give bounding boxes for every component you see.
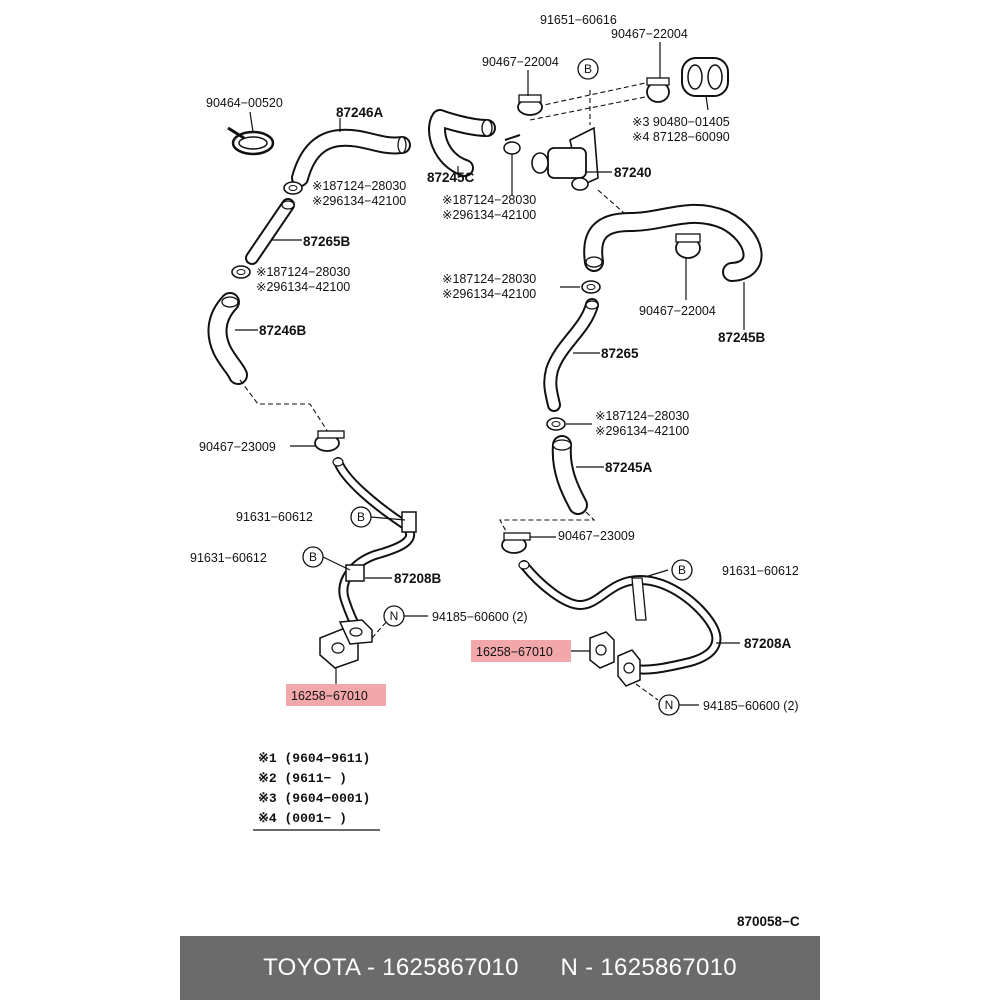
label-91651-60616: 91651−60616 xyxy=(540,13,617,27)
label-alt-1a: ※187124−28030 xyxy=(312,179,406,193)
label-16258-left: 16258−67010 xyxy=(291,689,368,703)
footer-left-text: TOYOTA - 1625867010 xyxy=(263,954,519,981)
label-87245B: 87245B xyxy=(718,330,766,345)
clamp-90467-22004-a xyxy=(517,94,543,116)
ref-n-right: N xyxy=(658,694,680,716)
clamp-90467-22004-c xyxy=(675,233,701,259)
clamp-90467-23009-a xyxy=(314,430,345,452)
hose-87265B xyxy=(245,198,295,265)
valve-87240 xyxy=(531,126,612,191)
label-alt-2d: ※296134−42100 xyxy=(442,287,536,301)
label-87246A: 87246A xyxy=(336,105,384,120)
footer-bar: TOYOTA - 1625867010 N - 1625867010 xyxy=(180,936,820,1000)
hose-87265 xyxy=(543,298,599,412)
svg-text:N: N xyxy=(665,698,674,712)
label-90467-23009-b: 90467−23009 xyxy=(558,529,635,543)
gasket-right xyxy=(589,631,641,687)
legend-row: ※2 (9611− ) xyxy=(258,771,347,786)
label-90467-22004-a: 90467−22004 xyxy=(482,55,559,69)
footer-right-text: N - 1625867010 xyxy=(560,954,737,981)
label-alt-2e: ※296134−42100 xyxy=(595,424,689,438)
clip-left-2 xyxy=(231,265,251,279)
legend-row: ※3 (9604−0001) xyxy=(258,791,370,806)
label-alt-1d: ※187124−28030 xyxy=(442,272,536,286)
legend: ※1 (9604−9611) ※2 (9611− ) ※3 (9604−0001… xyxy=(253,751,380,831)
svg-text:B: B xyxy=(678,563,686,577)
label-91631-60612-b: 91631−60612 xyxy=(190,551,267,565)
label-90467-23009-a: 90467−23009 xyxy=(199,440,276,454)
ref-b-left-2: B xyxy=(302,546,324,568)
pipe-87208A xyxy=(518,560,722,675)
svg-text:B: B xyxy=(357,510,365,524)
label-alt-4: ※4 87128−60090 xyxy=(632,130,730,144)
clip-90464-00520 xyxy=(227,126,275,156)
clip-small-top xyxy=(503,134,521,155)
label-alt-3: ※3 90480−01405 xyxy=(632,115,730,129)
pipe-87208B xyxy=(332,457,417,635)
label-alt-1b: ※187124−28030 xyxy=(442,193,536,207)
label-90467-22004-c: 90467−22004 xyxy=(639,304,716,318)
label-alt-2a: ※296134−42100 xyxy=(312,194,406,208)
label-94185-b: 94185−60600 (2) xyxy=(703,699,799,713)
label-91631-60612-a: 91631−60612 xyxy=(236,510,313,524)
clip-left-1 xyxy=(283,181,303,195)
hose-87245A xyxy=(551,435,588,515)
clamp-90467-23009-b xyxy=(501,532,531,554)
legend-row: ※1 (9604−9611) xyxy=(258,751,370,766)
diagram-code: 870058−C xyxy=(737,914,800,929)
clamp-90467-22004-b xyxy=(646,77,670,103)
clip-right-2 xyxy=(546,417,566,431)
label-87245A: 87245A xyxy=(605,460,653,475)
label-91631-60612-c: 91631−60612 xyxy=(722,564,799,578)
ref-b-right: B xyxy=(671,559,693,581)
label-87265: 87265 xyxy=(601,346,639,361)
highlight-16258-right xyxy=(471,640,571,662)
label-alt-1c: ※187124−28030 xyxy=(256,265,350,279)
hose-87245C xyxy=(428,109,496,177)
ref-b-top: B xyxy=(577,58,599,80)
label-alt-2c: ※296134−42100 xyxy=(256,280,350,294)
hose-87246A xyxy=(291,128,411,187)
label-87208A: 87208A xyxy=(744,636,792,651)
label-alt-1e: ※187124−28030 xyxy=(595,409,689,423)
label-87208B: 87208B xyxy=(394,571,442,586)
highlight-16258-left xyxy=(286,684,386,706)
hose-87246B xyxy=(207,292,248,385)
svg-text:B: B xyxy=(309,550,317,564)
label-16258-right: 16258−67010 xyxy=(476,645,553,659)
label-87265B: 87265B xyxy=(303,234,351,249)
legend-row: ※4 (0001− ) xyxy=(258,811,347,826)
gasket-left xyxy=(319,619,373,669)
label-87240: 87240 xyxy=(614,165,652,180)
svg-text:B: B xyxy=(584,62,592,76)
label-87245C: 87245C xyxy=(427,170,475,185)
hose-87245B xyxy=(583,203,763,282)
label-94185-a: 94185−60600 (2) xyxy=(432,610,528,624)
ref-b-left-1: B xyxy=(350,506,372,528)
label-87246B: 87246B xyxy=(259,323,307,338)
ref-n-left: N xyxy=(383,605,405,627)
label-alt-2b: ※296134−42100 xyxy=(442,208,536,222)
label-90464-00520: 90464−00520 xyxy=(206,96,283,110)
grommet-90480-01405 xyxy=(681,57,729,111)
label-90467-22004-b: 90467−22004 xyxy=(611,27,688,41)
svg-text:N: N xyxy=(390,609,399,623)
clip-right-1 xyxy=(581,280,601,294)
